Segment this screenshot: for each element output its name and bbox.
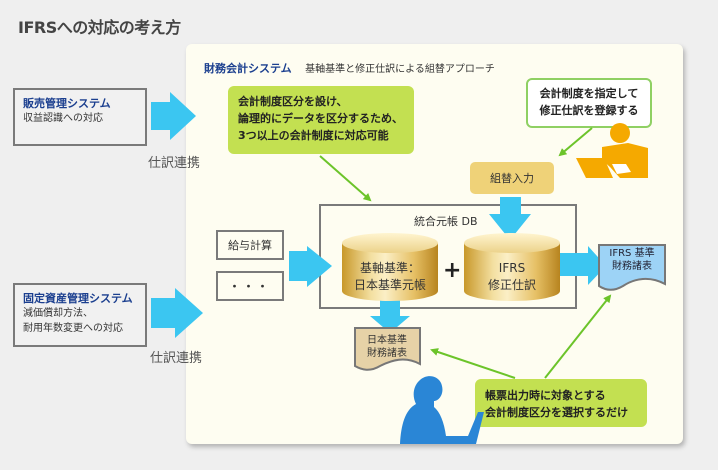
pointer-select-to-jp — [430, 348, 516, 379]
ifrs-statement-line1: IFRS 基準 — [609, 248, 655, 259]
panel-title: 財務会計システム — [204, 62, 292, 75]
arrow-right-sales — [151, 92, 196, 140]
page-title: IFRSへの対応の考え方 — [18, 18, 181, 37]
arrow-right-to-ifrs — [560, 246, 606, 285]
ifrs-statement-document — [598, 244, 666, 291]
base-ledger-cylinder: 基軸基準： 日本基準元帳 — [342, 233, 438, 305]
register-callout-line1: 会計制度を指定して — [539, 87, 639, 100]
segment-callout: 会計制度区分を設け、 論理的にデータを区分するため、 3つ以上の会計制度に対応可… — [228, 86, 414, 154]
other-systems-box: ・・・ — [216, 271, 284, 301]
segment-callout-line1: 会計制度区分を設け、 — [238, 95, 348, 108]
arrow-right-to-ledger — [289, 246, 332, 287]
panel-subtitle: 基軸基準と修正仕訳による組替アプローチ — [305, 64, 495, 75]
payroll-box: 給与計算 — [216, 230, 284, 260]
pointer-select-to-ifrs — [544, 294, 612, 379]
fixed-asset-system-box: 固定資産管理システム 減価償却方法、 耐用年数変更への対応 — [13, 283, 147, 347]
register-callout-line2: 修正仕訳を登録する — [539, 104, 639, 117]
ifrs-adjustment-line2: 修正仕訳 — [487, 278, 536, 292]
pointer-segment-to-db — [319, 155, 372, 202]
cylinder-top — [464, 233, 560, 253]
segment-callout-line2: 論理的にデータを区分するため、 — [238, 112, 403, 125]
journal-link-label-fixed-asset: 仕訳連携 — [150, 351, 203, 366]
arrow-right-fixed-asset — [151, 288, 203, 338]
operator-blue-icon — [400, 376, 484, 444]
panel-header: 財務会計システム 基軸基準と修正仕訳による組替アプローチ — [204, 60, 495, 76]
sales-system-name: 販売管理システム — [23, 97, 111, 110]
ifrs-adjustment-label: IFRS 修正仕訳 — [464, 260, 560, 294]
select-callout-line1: 帳票出力時に対象とする — [485, 389, 606, 402]
select-callout: 帳票出力時に対象とする 会計制度区分を選択するだけ — [475, 379, 647, 427]
operator-orange-icon — [576, 123, 648, 178]
jp-statement-document — [354, 327, 421, 371]
arrow-down-to-jp — [370, 297, 410, 333]
ifrs-adjustment-cylinder: IFRS 修正仕訳 — [464, 233, 560, 305]
base-ledger-line2: 日本基準元帳 — [353, 278, 426, 292]
jp-statement-line1: 日本基準 — [367, 335, 407, 346]
fixed-asset-desc-line2: 耐用年数変更への対応 — [23, 323, 123, 334]
jp-statement-label: 日本基準 財務諸表 — [358, 334, 416, 360]
register-callout: 会計制度を指定して 修正仕訳を登録する — [526, 78, 652, 128]
ifrs-adjustment-line1: IFRS — [498, 261, 526, 275]
base-ledger-label: 基軸基準： 日本基準元帳 — [342, 260, 438, 294]
reclassification-input-box: 組替入力 — [470, 162, 554, 194]
base-ledger-line1: 基軸基準： — [359, 261, 420, 275]
cylinder-top — [342, 233, 438, 253]
journal-link-label-sales: 仕訳連携 — [148, 156, 201, 171]
ledger-db-label: 統合元帳 DB — [414, 215, 478, 228]
arrow-down-from-reclass — [489, 197, 531, 240]
select-callout-line2: 会計制度区分を選択するだけ — [485, 406, 628, 419]
ifrs-statement-label: IFRS 基準 財務諸表 — [603, 247, 661, 273]
fixed-asset-system-name: 固定資産管理システム — [23, 292, 133, 305]
sales-system-desc: 収益認識への対応 — [23, 113, 103, 124]
ifrs-statement-line2: 財務諸表 — [612, 261, 652, 272]
fixed-asset-desc-line1: 減価償却方法、 — [23, 308, 93, 319]
jp-statement-line2: 財務諸表 — [367, 348, 407, 359]
sales-management-system-box: 販売管理システム 収益認識への対応 — [13, 88, 147, 146]
plus-sign: + — [443, 258, 462, 283]
segment-callout-line3: 3つ以上の会計制度に対応可能 — [238, 129, 389, 142]
pointer-register-to-reclass — [558, 127, 593, 157]
